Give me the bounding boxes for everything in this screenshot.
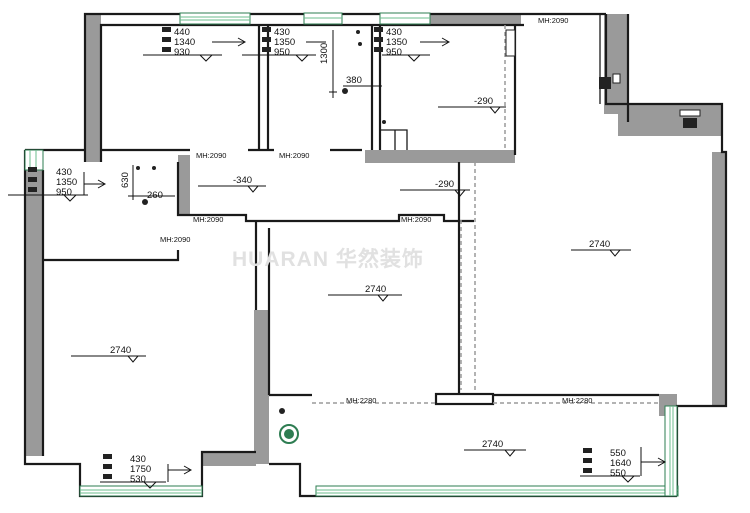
door-height-label: MH:2090 [160,235,190,244]
door-height-labels: MH:2090 MH:2090 MH:2090 MH:2090 MH:2090 … [160,16,592,405]
door-height-label: MH:2090 [538,16,568,25]
ceiling-height-bedroom-left: 2740 [71,345,146,363]
ceiling-height-text: 2740 [110,345,131,356]
window-spec-value: 950 [56,187,72,198]
window-spec-value: 550 [610,448,626,459]
electric-box-icon [599,73,621,89]
dimension-text: 380 [346,75,362,86]
window-spec: 430 1350 950 [374,27,451,62]
column-marker-icon [136,30,386,414]
floor-level-text: -290 [474,96,493,107]
door-height-label: MH:2090 [193,215,223,224]
window-spec-value: 430 [56,167,72,178]
window-spec: 430 1350 950 [242,27,326,62]
windows [24,12,679,497]
window-spec-value: 930 [174,47,190,58]
floor-level-bathroom: -290 [438,96,506,114]
window-spec-value: 950 [274,47,290,58]
window-spec-value: 440 [174,27,190,38]
window-spec-value: 1350 [386,37,407,48]
window-spec-value: 430 [386,27,402,38]
door-height-label: MH:2090 [279,151,309,160]
floor-level-text: -290 [435,179,454,190]
window-spec-value: 430 [130,454,146,465]
fixtures [136,29,701,444]
ceiling-height-bedroom-middle: 2740 [328,284,402,302]
window-spec: 430 1350 950 [8,167,107,202]
dimension-annotations: 1300 380 630 260 [120,30,382,201]
door-height-label: MH:2280 [346,396,376,405]
watermark: HUARAN 华然装饰 [232,247,424,271]
window-spec-legends: 440 1340 930 430 1350 950 430 1350 [8,27,667,489]
floor-level-text: -340 [233,175,252,186]
floor-level-hall-mid: -290 [400,179,470,197]
ceiling-markers: 2740 2740 2740 2740 [71,239,631,457]
window-spec: 430 1750 530 [100,454,193,489]
window-spec-value: 1350 [56,177,77,188]
window-spec: 440 1340 930 [143,27,247,62]
wall-cabinet [505,29,516,57]
door-height-label: MH:2280 [562,396,592,405]
floor-drain-icon [279,424,299,444]
weak-current-box-icon [679,109,701,128]
ceiling-height-living: 2740 [571,239,631,257]
window-spec: 550 1640 550 [580,447,667,483]
window-spec-value: 1340 [174,37,195,48]
ceiling-height-text: 2740 [365,284,386,295]
ceiling-height-text: 2740 [589,239,610,250]
floor-level-hall-left: -340 [198,175,266,193]
window-spec-value: 1640 [610,458,631,469]
ceiling-height-balcony: 2740 [464,439,526,457]
bathroom-fixture [380,129,408,150]
dimension-text: 1300 [319,43,330,64]
window-spec-value: 530 [130,474,146,485]
window-spec-value: 550 [610,468,626,479]
window-spec-value: 1750 [130,464,151,475]
window-spec-value: 1350 [274,37,295,48]
door-height-label: MH:2090 [401,215,431,224]
door-height-label: MH:2090 [196,151,226,160]
floor-level-markers: -290 -340 -290 [198,96,506,197]
dimension-text: 630 [120,172,131,188]
window-spec-value: 430 [274,27,290,38]
ceiling-height-text: 2740 [482,439,503,450]
window-spec-value: 950 [386,47,402,58]
wall-masses [25,14,726,466]
